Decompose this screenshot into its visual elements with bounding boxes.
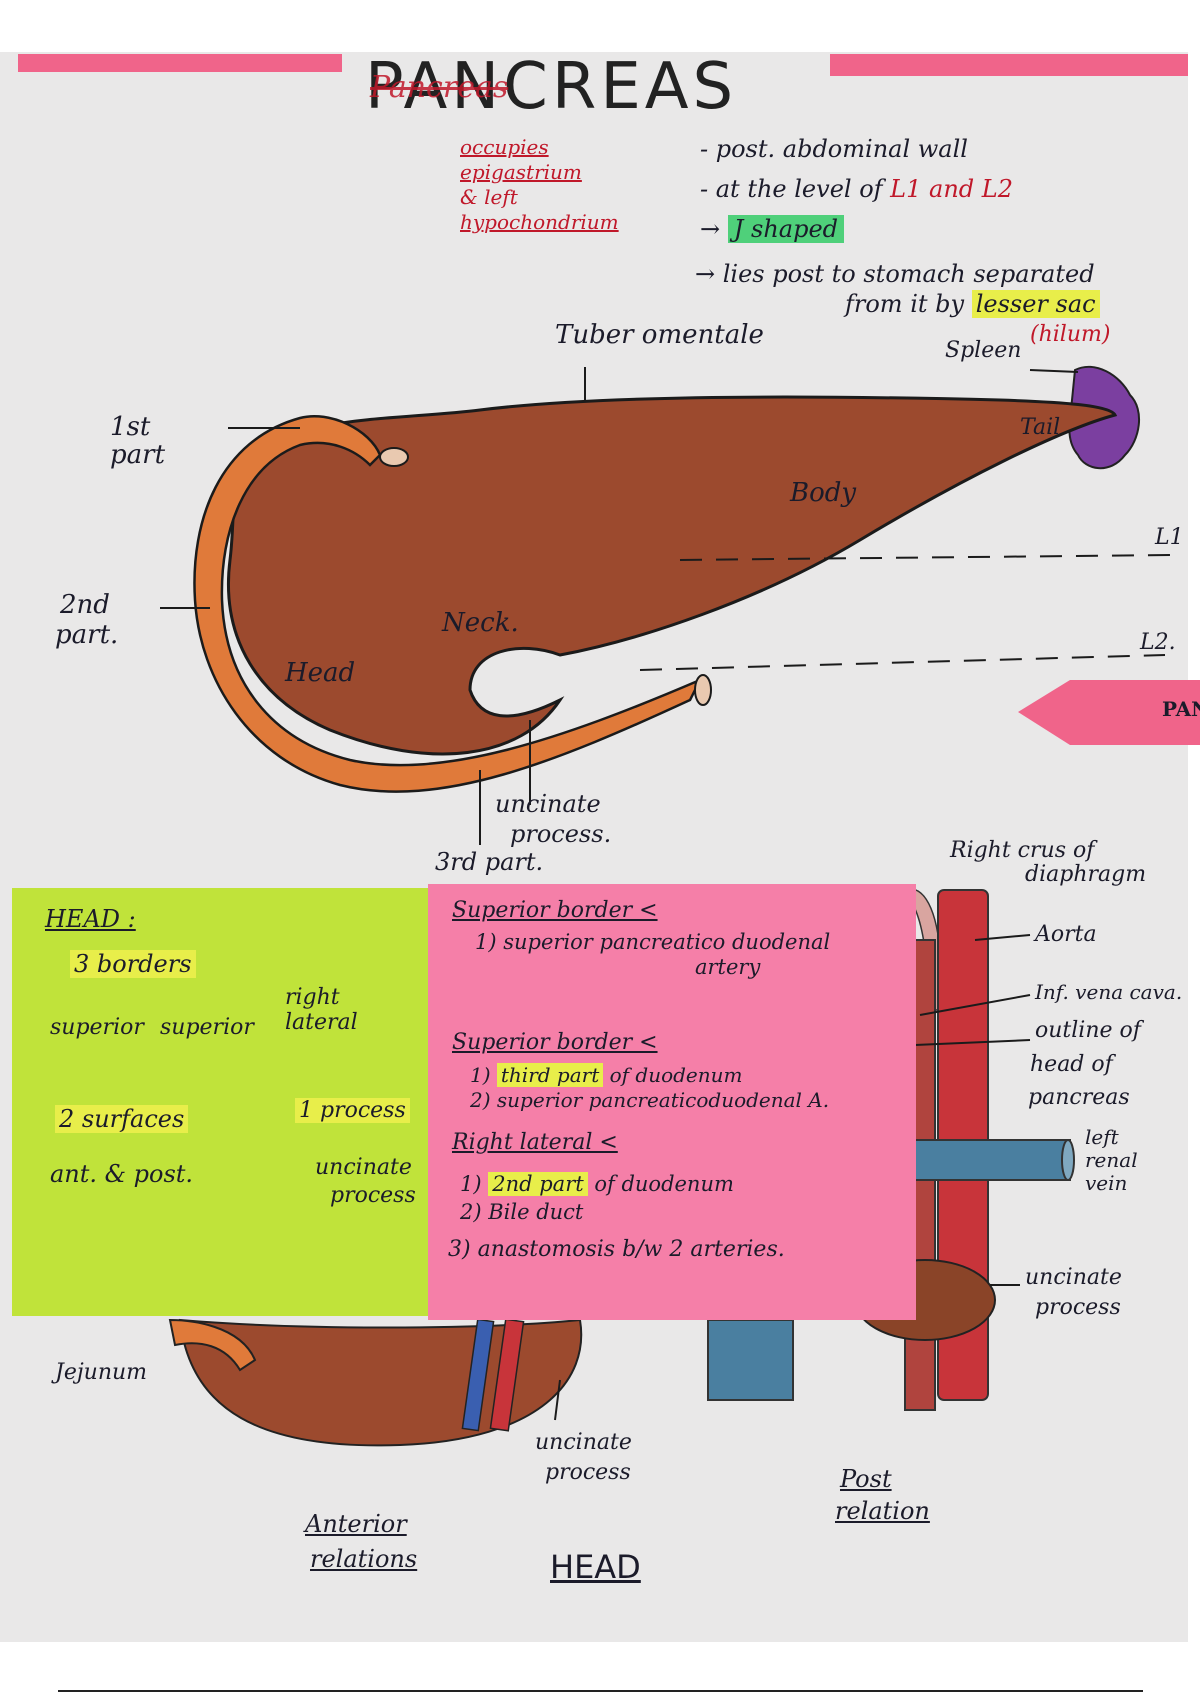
green-note-border-3: right (285, 985, 340, 1010)
occupies-line-3: & left (460, 185, 518, 209)
ivc-leader (919, 994, 1031, 1016)
label-first-part-2: part (110, 440, 166, 470)
green-note-process-2: process (330, 1183, 416, 1208)
label-tuber: Tuber omentale (555, 320, 764, 350)
title-struck-text: Pancreas (370, 70, 509, 105)
green-note-border-4: lateral (285, 1010, 358, 1035)
side-tab (1018, 680, 1200, 745)
label-anterior-1: Anterior (305, 1510, 407, 1538)
label-l2: L2. (1140, 630, 1176, 655)
label-renal-1: left (1085, 1125, 1119, 1149)
pink-rl-item3: 3) anastomosis b/w 2 arteries. (448, 1237, 785, 1262)
aorta-leader (974, 934, 1031, 941)
pink-rl-item2: 2) Bile duct (460, 1200, 584, 1224)
label-third-part: 3rd part. (435, 848, 544, 876)
green-note-border-2: superior (160, 1015, 254, 1040)
top-right-tab (830, 54, 1188, 76)
label-renal-2: renal (1085, 1148, 1138, 1172)
label-uncinate-right-2: process (1035, 1295, 1121, 1320)
label-tail: Tail (1020, 415, 1061, 440)
green-note-title: HEAD : (45, 905, 136, 933)
occupies-line-4: hypochondrium (460, 210, 619, 234)
fact-shape: → J shaped (700, 215, 845, 243)
renal-vein-shape (909, 1139, 1071, 1181)
pink-rl-title: Right lateral < (452, 1130, 618, 1155)
label-crus-1: Right crus of (950, 838, 1095, 863)
pancreas-shape (227, 395, 1118, 756)
label-outline-2: head of (1030, 1052, 1113, 1077)
anterior-blue-vessel (461, 1318, 495, 1432)
label-l1: L1 (1155, 525, 1184, 550)
label-spleen: Spleen (945, 338, 1022, 363)
label-outline-3: pancreas (1028, 1085, 1130, 1110)
label-anterior-2: relations (310, 1545, 418, 1573)
page-title: PANCREAS (365, 50, 738, 124)
label-uncinate-2: process. (510, 820, 612, 848)
green-note-borders: 3 borders (70, 950, 196, 978)
occupies-line-2: epigastrium (460, 160, 582, 184)
label-bottom-uncinate-1: uncinate (535, 1430, 632, 1455)
label-outline-1: outline of (1035, 1018, 1141, 1043)
posterior-blue-vessel (707, 1319, 794, 1401)
level-line-l1 (679, 554, 1171, 561)
level-line-l2 (639, 654, 1166, 671)
outline-leader (914, 1039, 1031, 1046)
green-note-process-1: uncinate (315, 1155, 412, 1180)
pink-sup2-title: Superior border < (452, 1030, 658, 1055)
duodenum-end (694, 674, 712, 706)
label-first-part-1: 1st (110, 412, 151, 442)
duodenum-opening (379, 447, 409, 467)
pink-sup1-title: Superior border < (452, 898, 658, 923)
top-left-tab (18, 54, 342, 72)
anterior-red-vessel (489, 1318, 525, 1432)
label-head: Head (285, 658, 356, 688)
label-bottom-uncinate-2: process (545, 1460, 631, 1485)
pink-sup1-item2: artery (695, 955, 761, 979)
pink-sup2-item2: 2) superior pancreaticoduodenal A. (470, 1088, 830, 1112)
side-tab-text: PAN (1162, 697, 1200, 721)
fact-level: - at the level of L1 and L2 (700, 175, 1013, 203)
label-post-2: relation (835, 1497, 930, 1525)
occupies-line-1: occupies (460, 135, 549, 159)
green-note-surface-items: ant. & post. (50, 1160, 194, 1188)
pink-rl-item1: 1) 2nd part of duodenum (460, 1172, 734, 1196)
label-uncinate-1: uncinate (495, 790, 601, 818)
label-uncinate-right-1: uncinate (1025, 1265, 1122, 1290)
green-note-process: 1 process (295, 1098, 410, 1123)
green-note-surfaces: 2 surfaces (55, 1105, 189, 1133)
pink-sup2-item1: 1) third part of duodenum (470, 1063, 743, 1087)
bottom-uncinate-leader (554, 1379, 561, 1421)
pink-sticky-note (428, 884, 916, 1320)
renal-vein-end (1061, 1139, 1075, 1181)
jejunum-shape (168, 1318, 257, 1372)
label-jejunum: Jejunum (55, 1360, 148, 1385)
bottom-rule (58, 1690, 1143, 1692)
fact-from: from it by lesser sac (845, 290, 1100, 318)
green-note-border-1: superior (50, 1015, 144, 1040)
label-ivc: Inf. vena cava. (1035, 980, 1183, 1004)
label-aorta: Aorta (1035, 922, 1097, 947)
label-post-1: Post (840, 1465, 892, 1493)
pink-sup1-item: 1) superior pancreatico duodenal (475, 930, 831, 954)
label-second-part-1: 2nd (60, 590, 110, 620)
label-crus-2: diaphragm (1025, 862, 1147, 887)
label-bottom-head: HEAD (550, 1548, 641, 1586)
spleen-leader (1029, 369, 1079, 373)
fact-post-wall: - post. abdominal wall (700, 135, 968, 163)
label-second-part-2: part. (55, 620, 119, 650)
duodenum-shape (193, 415, 703, 793)
fact-hilum: (hilum) (1030, 322, 1111, 347)
fact-lies: → lies post to stomach separated (695, 260, 1095, 288)
label-body: Body (790, 478, 857, 508)
label-renal-3: vein (1085, 1171, 1128, 1195)
label-neck: Neck. (442, 608, 519, 638)
